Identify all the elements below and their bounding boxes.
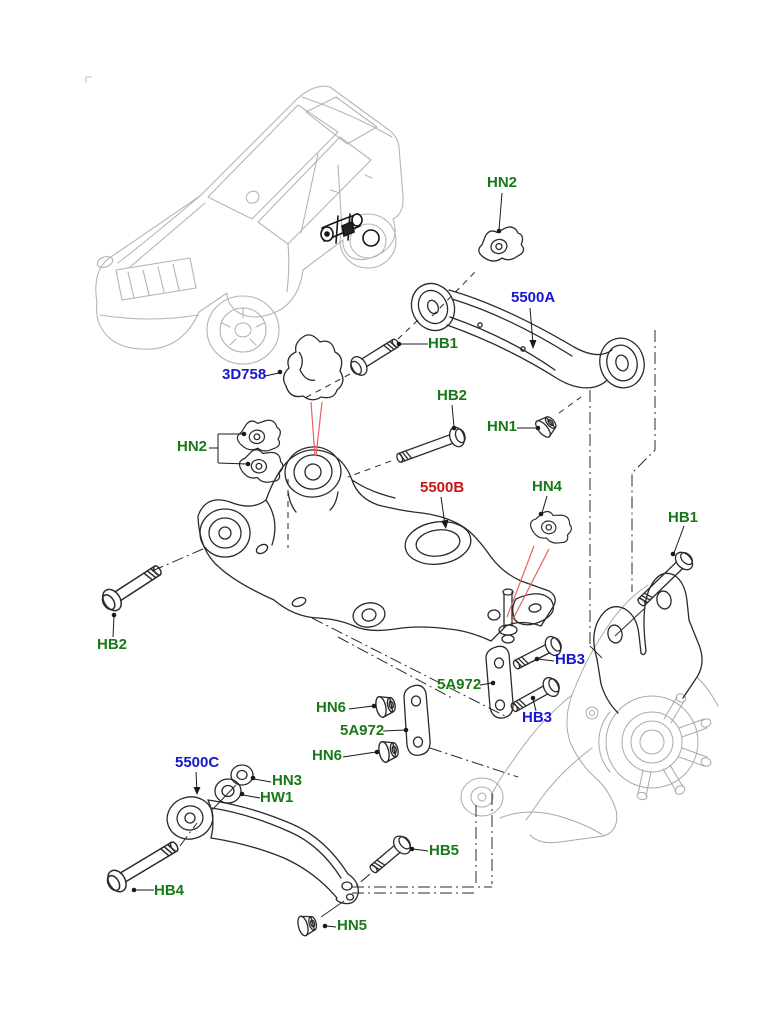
clamp-hn4: [529, 510, 573, 544]
highlighted-rear-suspension: [320, 213, 380, 247]
bolt-hb5: [369, 835, 412, 874]
part-label-hb1-right: HB1: [668, 509, 699, 526]
toe-link-5500c: [166, 764, 359, 905]
bolt-hb3-upper: [512, 635, 562, 670]
part-label-hb1-top: HB1: [428, 335, 459, 352]
nut-hn6-lower: [378, 741, 399, 763]
bolt-hb2-left: [101, 565, 162, 612]
leader-lines: [112, 192, 685, 928]
leader-dots: [111, 228, 676, 929]
part-label-hb2-left: HB2: [97, 636, 128, 653]
bolts: [101, 338, 694, 893]
lower-arm-5500b: [197, 446, 556, 644]
part-label-3d758: 3D758: [222, 366, 267, 383]
part-label-hn6-upper: HN6: [316, 699, 347, 716]
part-label-5500b: 5500B: [420, 479, 465, 496]
red-indicator-lines: [310, 401, 550, 622]
part-label-hb5: HB5: [429, 842, 460, 859]
leader-arrowheads: [193, 340, 537, 795]
nut-hn6-upper: [375, 696, 396, 718]
nut-hn1: [535, 416, 557, 438]
plates-5a972: [403, 645, 514, 756]
centerline-solid-ends: [211, 607, 646, 918]
bolt-hb1-right: [637, 551, 694, 607]
knuckle-bracket-ears: [593, 572, 703, 714]
part-label-5500a: 5500A: [511, 289, 556, 306]
part-label-hb4: HB4: [154, 882, 185, 899]
car-illustration: [95, 85, 404, 365]
clamp-hn2-left-upper: [236, 419, 281, 452]
part-label-5a972-up: 5A972: [437, 676, 482, 693]
part-label-hb3-lower: HB3: [522, 709, 553, 726]
ghost-knuckle-hub: [460, 584, 719, 844]
part-label-5a972-low: 5A972: [340, 722, 385, 739]
shield-3d758: [282, 334, 344, 401]
nut-hn5: [297, 915, 318, 937]
nuts-clamps: [236, 226, 573, 937]
centerlines: [151, 330, 656, 894]
bolt-hb2-top: [396, 426, 466, 463]
bolt-hb4: [106, 841, 179, 893]
upper-arm-5500a: [410, 282, 645, 389]
part-label-hn2-top: HN2: [487, 174, 518, 191]
bolt-hb1-top: [350, 338, 400, 376]
part-label-hn2-left: HN2: [177, 438, 208, 455]
frame-corner-tick: [85, 76, 92, 83]
clamp-hn2-left-lower: [238, 449, 284, 483]
projection-dashes: [287, 269, 582, 548]
part-label-hn3: HN3: [272, 772, 303, 789]
bolt-hb3-lower: [510, 676, 560, 713]
part-label-hw1: HW1: [260, 789, 294, 806]
part-label-hn5: HN5: [337, 917, 368, 934]
part-label-hb3-upper: HB3: [555, 651, 586, 668]
clamp-hn2-top: [478, 226, 525, 262]
part-label-hn1: HN1: [487, 418, 518, 435]
part-label-hb2-top: HB2: [437, 387, 468, 404]
part-label-hn6-lower: HN6: [312, 747, 343, 764]
part-label-5500c: 5500C: [175, 754, 220, 771]
part-label-hn4: HN4: [532, 478, 563, 495]
